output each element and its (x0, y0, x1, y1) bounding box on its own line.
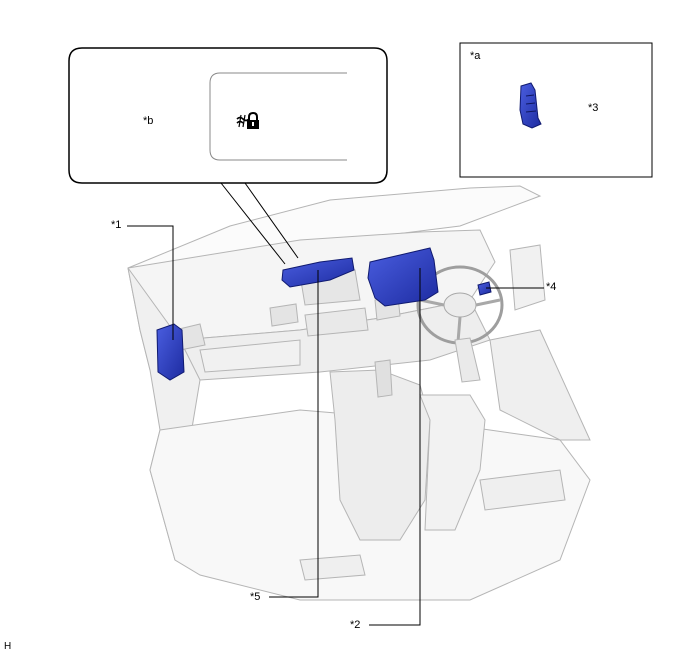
inset-label-b: *b (143, 115, 154, 127)
component-3 (519, 82, 542, 129)
component-1 (156, 323, 185, 381)
callout-label-3: *3 (588, 102, 599, 114)
callout-label-2: *2 (350, 619, 361, 631)
callout-label-5: *5 (250, 591, 261, 603)
component-3-detail (525, 94, 537, 113)
bubble-pointer-left (220, 182, 286, 265)
callout-bubble (68, 47, 388, 184)
component-4 (477, 281, 492, 296)
inset-a-box (459, 42, 653, 178)
bubble-pointer-right (244, 182, 299, 259)
leader-5 (269, 270, 319, 598)
figure-code: H (4, 641, 12, 652)
inset-label-a: *a (470, 50, 481, 62)
vehicle-interior (127, 185, 591, 601)
security-lock-indicator-icon (236, 111, 259, 129)
callout-label-4: *4 (546, 281, 557, 293)
display-frame (209, 72, 347, 161)
callout-label-1: *1 (111, 219, 122, 231)
leader-2 (369, 268, 421, 626)
leader-1 (127, 225, 174, 340)
